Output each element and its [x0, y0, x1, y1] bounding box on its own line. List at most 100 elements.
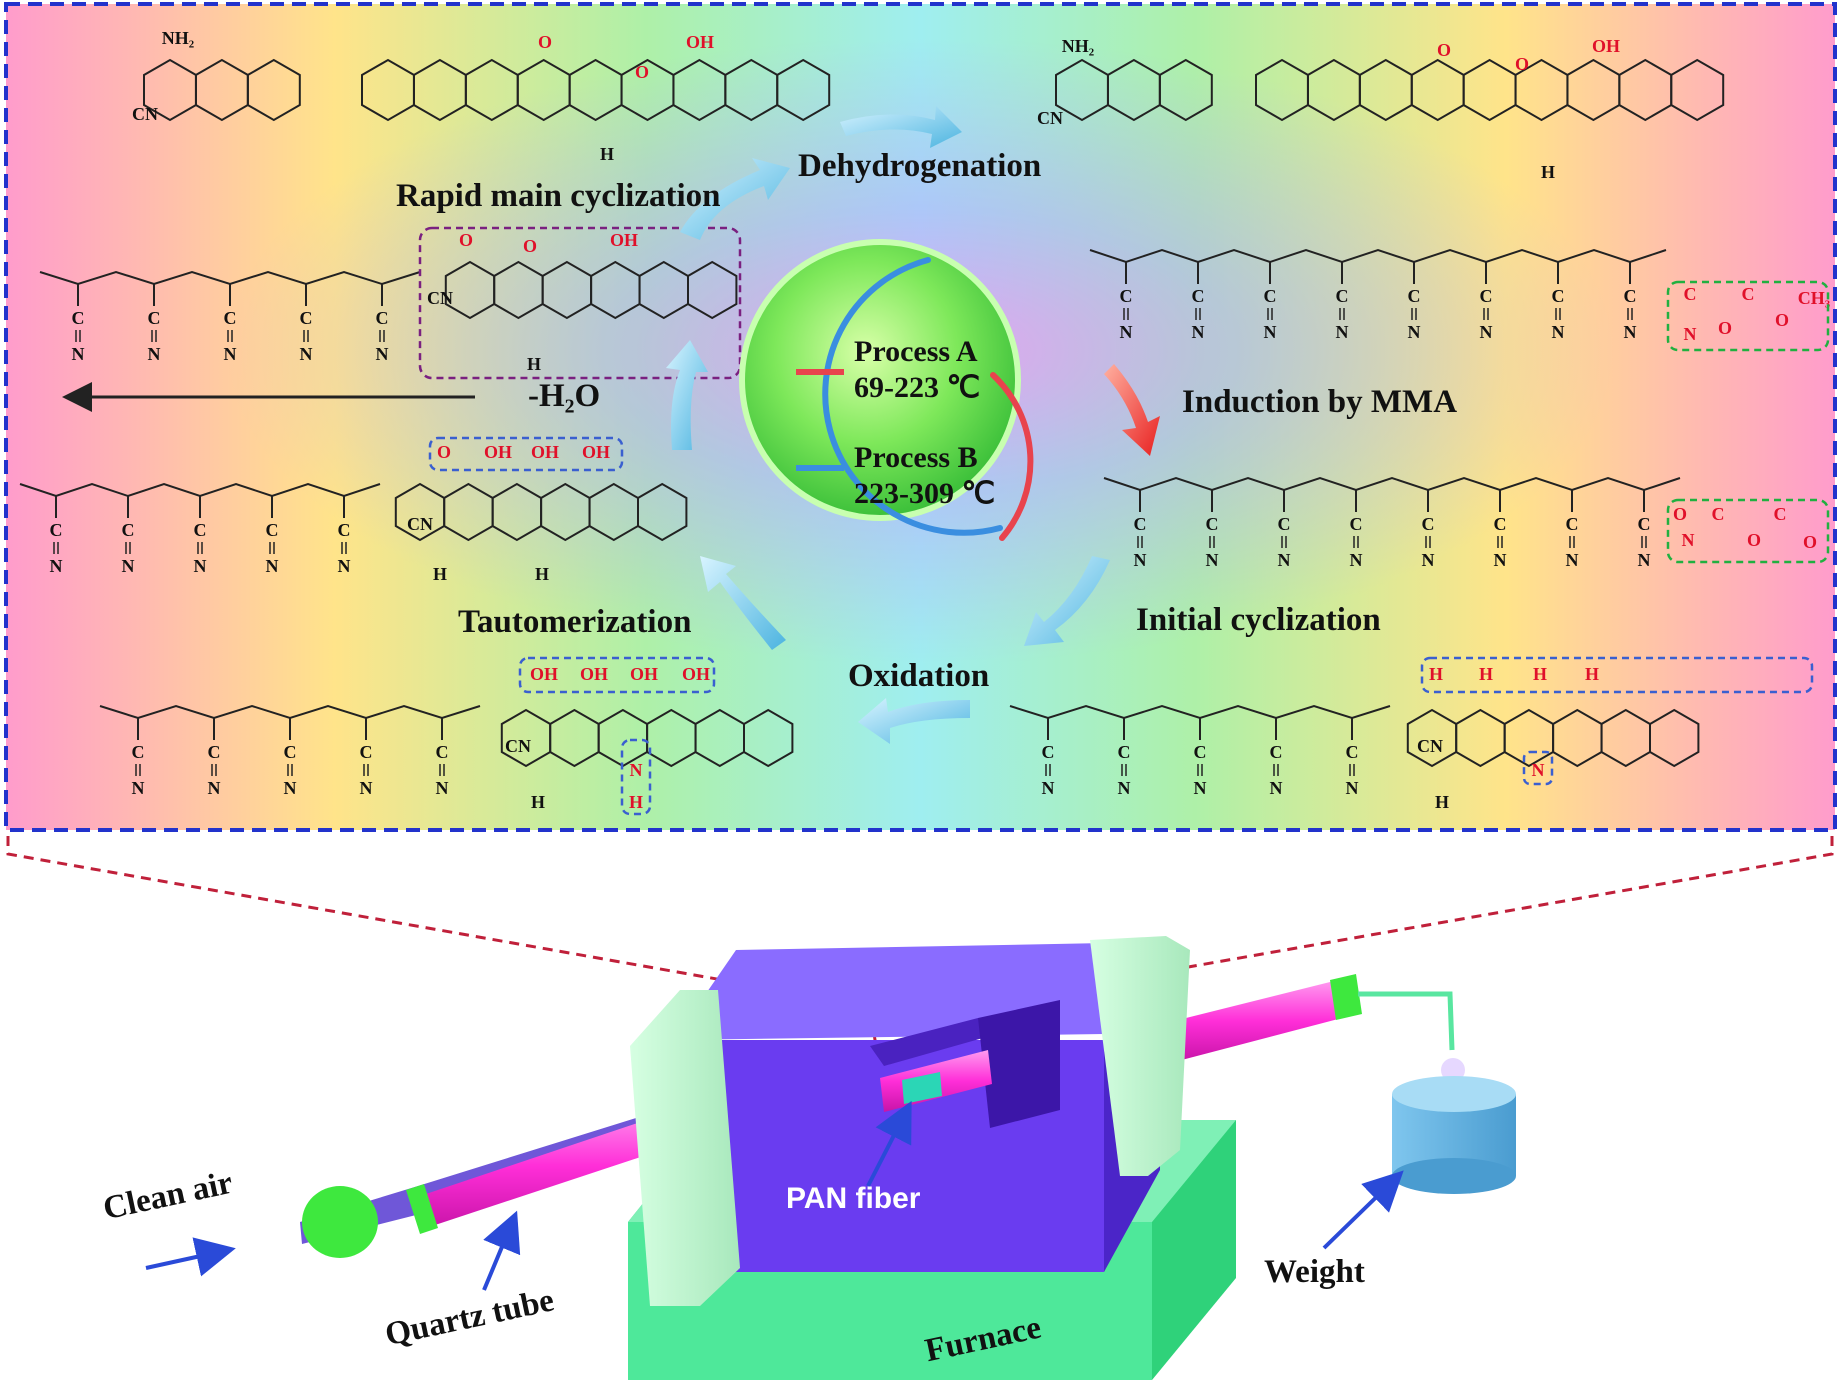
oh3-r3-left: OH	[582, 442, 610, 462]
chain-r4-left-n: N	[132, 778, 145, 798]
mma2-o1: O	[1747, 530, 1761, 550]
mma2-o2: O	[1803, 532, 1817, 552]
left-seal	[406, 1184, 438, 1234]
ladder-top-right-ring	[1158, 58, 1213, 122]
oh-box-tautomer	[428, 436, 624, 472]
chain-r2-left-n: N	[224, 344, 237, 364]
cn-r3-left: CN	[407, 514, 433, 534]
chain-r2-right-n: N	[1408, 322, 1421, 342]
oh1-r4-left: OH	[530, 664, 558, 684]
weight-wire	[1358, 991, 1455, 1051]
mma-c1: C	[1684, 284, 1697, 304]
h-r4-right: H	[1435, 792, 1449, 812]
mma-o2: O	[1775, 310, 1789, 330]
cycle-arrow-to-rapid	[666, 340, 708, 450]
quartz-tube-left	[300, 1098, 704, 1244]
n-box-initial	[1522, 750, 1554, 786]
process-a-label: Process A 69-223 ℃	[854, 334, 980, 406]
process-b-range: 223-309 ℃	[854, 477, 996, 510]
oh-top-right: OH	[1592, 36, 1620, 56]
process-legend-disc	[739, 239, 1034, 541]
chain-r2-left-c: C	[148, 308, 161, 328]
oh-r2-left: OH	[610, 230, 638, 250]
chain-r3-left-n: N	[194, 556, 207, 576]
chain-r4-left-c: C	[436, 742, 449, 762]
chain-r3-left-c: C	[194, 520, 207, 540]
chain-r3-right-c: C	[1494, 514, 1507, 534]
chain-r4-left-n: N	[360, 778, 373, 798]
chain-r2-left-c: C	[72, 308, 85, 328]
chain-r4-left-n: N	[284, 778, 297, 798]
nh2-top-left: NH₂	[162, 28, 194, 48]
ladder-top-left-b-ring	[776, 58, 831, 122]
chain-r3-right-c: C	[1206, 514, 1219, 534]
chain-r3-right-n: N	[1350, 550, 1363, 570]
chain-r4-right-c: C	[1118, 742, 1131, 762]
quartz-tube-arrow	[482, 1210, 521, 1291]
chain-r3-right-c: C	[1278, 514, 1291, 534]
process-a-name: Process A	[854, 335, 978, 368]
quartz-tube-right	[1170, 974, 1362, 1062]
chain-r3-left-n: N	[266, 556, 279, 576]
oh4-r4-left: OH	[682, 664, 710, 684]
ladder-r4-left-ring	[743, 708, 794, 768]
step-rapid-main-cyclization: Rapid main cyclization	[396, 178, 721, 214]
cn-r4-left: CN	[505, 736, 531, 756]
chain-r3-left-n: N	[50, 556, 63, 576]
oh-top-left: OH	[686, 32, 714, 52]
step-initial-cyclization: Initial cyclization	[1136, 602, 1381, 638]
cn-top-right: CN	[1037, 108, 1063, 128]
mma-ring-box-2	[1666, 498, 1830, 564]
weight-block	[1392, 1076, 1516, 1194]
label-weight: Weight	[1264, 1254, 1365, 1290]
ether-top-left: O	[635, 62, 649, 82]
chain-r2-right-c: C	[1336, 286, 1349, 306]
mma2-c1: C	[1712, 504, 1725, 524]
chain-r4-right-n: N	[1346, 778, 1359, 798]
step-dehydrogenation: Dehydrogenation	[798, 148, 1042, 184]
oh2-r3-left: OH	[531, 442, 559, 462]
keto-top-right: O	[1437, 40, 1451, 60]
weight-arrow	[1322, 1170, 1404, 1250]
chain-r3-right-n: N	[1566, 550, 1579, 570]
mma-c2: C	[1742, 284, 1755, 304]
ladder-r3-left-ring	[637, 482, 688, 542]
cn-r2-left: CN	[427, 288, 453, 308]
chain-r4-right-c: C	[1042, 742, 1055, 762]
chain-r3-right-n: N	[1134, 550, 1147, 570]
ladder-r4-right-ring	[1649, 708, 1700, 768]
process-b-label: Process B 223-309 ℃	[854, 440, 995, 512]
chain-r2-left-c: C	[300, 308, 313, 328]
chain-r4-left-c: C	[208, 742, 221, 762]
nh-box	[620, 738, 652, 816]
chain-r2-right-c: C	[1264, 286, 1277, 306]
chain-r3-right-c: C	[1422, 514, 1435, 534]
cycle-arrows	[666, 106, 1160, 744]
ladder-r2-left-ring	[687, 260, 738, 320]
ladder-top-left-ring	[246, 58, 301, 122]
mma2-c2: C	[1774, 504, 1787, 524]
keto-r2-left: O	[459, 230, 473, 250]
keto-top-left: O	[538, 32, 552, 52]
h1-r3-left: H	[433, 564, 447, 584]
chain-r2-right-c: C	[1120, 286, 1133, 306]
chain-r2-left-n: N	[376, 344, 389, 364]
step-induction-by-mma: Induction by MMA	[1182, 384, 1458, 420]
furnace-body	[674, 942, 1160, 1272]
clean-air-arrow	[145, 1237, 236, 1277]
cycle-arrow-to-dehydro	[680, 158, 790, 240]
process-a-arc	[990, 372, 1034, 541]
chain-r3-left-c: C	[50, 520, 63, 540]
process-b-name: Process B	[854, 441, 978, 474]
oh3-r4-left: OH	[630, 664, 658, 684]
apparatus	[145, 936, 1516, 1380]
right-end-cap	[1090, 936, 1190, 1176]
hh3-r4-right: H	[1533, 664, 1547, 684]
chain-r2-right-n: N	[1624, 322, 1637, 342]
chain-r2-right-n: N	[1480, 322, 1493, 342]
chain-r4-right-c: C	[1346, 742, 1359, 762]
weight-hook	[1441, 1058, 1465, 1082]
step-water-loss: -H₂O	[528, 378, 601, 414]
